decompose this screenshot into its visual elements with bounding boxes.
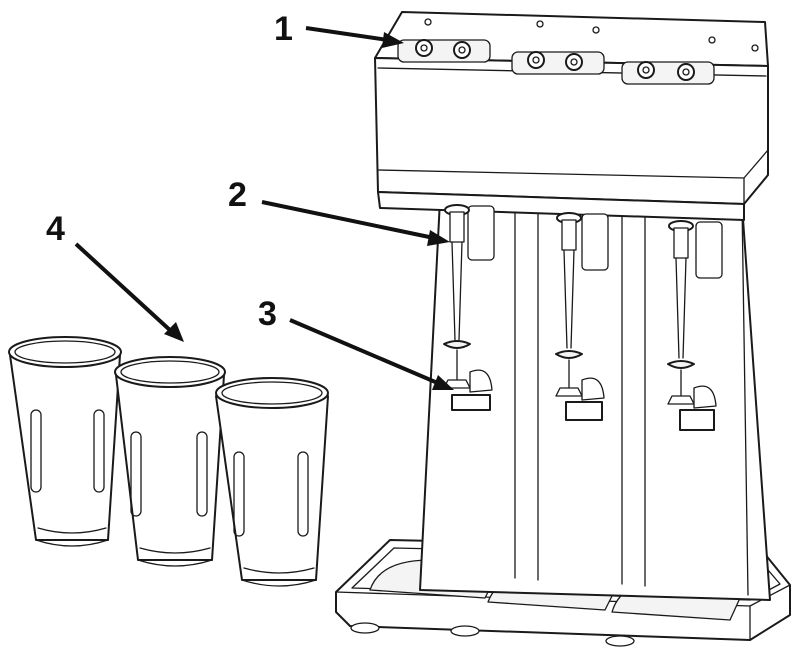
spindle-middle (555, 212, 609, 421)
callout-4-label: 4 (46, 210, 65, 248)
callout-arrows (74, 26, 454, 390)
callout-labels: 1 2 3 4 (46, 10, 293, 333)
cup-left (8, 336, 122, 547)
spindle-left (443, 204, 495, 411)
mixer (335, 11, 791, 647)
cups-group (8, 336, 329, 587)
switch-panels (397, 39, 715, 85)
mixer-column (419, 199, 771, 601)
spindle-right (667, 220, 723, 431)
callout-3-label: 3 (258, 295, 277, 333)
callout-1-label: 1 (274, 10, 293, 48)
callout-2-label: 2 (228, 176, 247, 214)
cup-right (215, 377, 329, 587)
motor-head (374, 11, 769, 221)
cup-middle (114, 356, 226, 567)
